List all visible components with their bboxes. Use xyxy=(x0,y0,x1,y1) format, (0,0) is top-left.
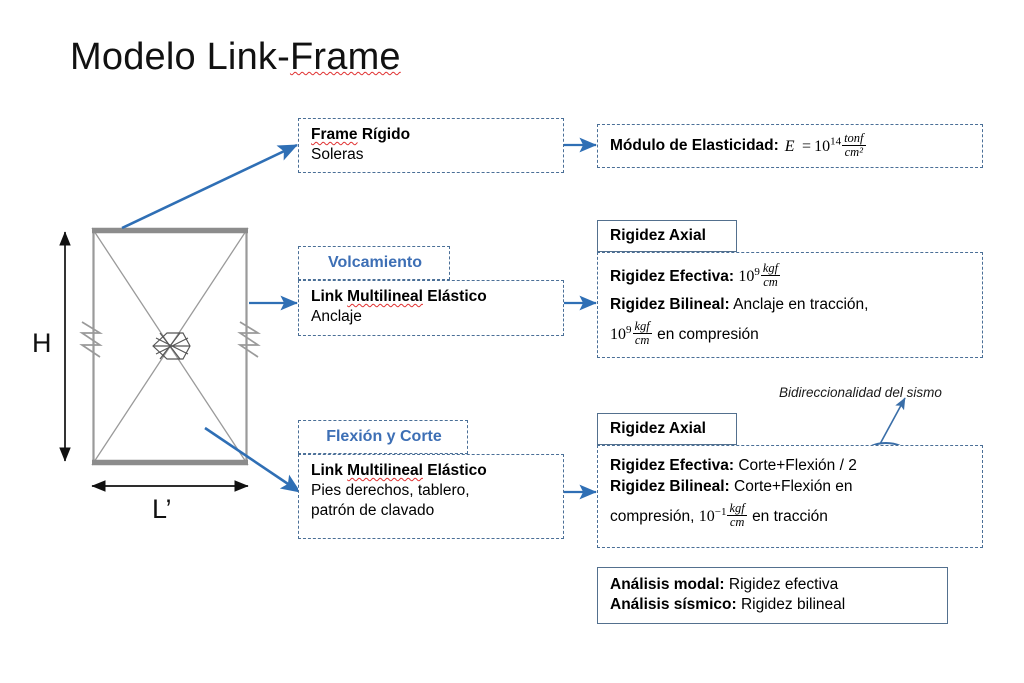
box-tag-volcamiento[interactable]: Volcamiento xyxy=(298,246,450,280)
rigidez-axial-2-bilineal-pre: compresión, xyxy=(610,508,695,526)
link-flexion-title-before: Link xyxy=(311,462,348,479)
box-frame-rigido-line2: Soleras xyxy=(311,146,364,163)
connector-frame-rigido xyxy=(121,143,298,230)
analisis-sismico-label: Análisis sísmico: xyxy=(610,596,737,613)
rigidez-axial-1-efectiva-num: kgf xyxy=(762,261,779,276)
box-frame-rigido-title: Frame Rígido xyxy=(311,125,553,145)
link-volcamiento-title: Link Multilineal Elástico xyxy=(311,287,553,307)
annotation-leader-line xyxy=(879,397,906,445)
modulo-exponent: 14 xyxy=(830,135,842,148)
rigidez-axial-2-bilineal-base: 10 xyxy=(698,508,715,526)
left-spring-icon xyxy=(79,318,104,360)
rigidez-axial-2-efectiva-label: Rigidez Efectiva: xyxy=(610,457,735,474)
rigidez-axial-1-bilineal: Rigidez Bilineal: Anclaje en tracción, xyxy=(610,294,972,315)
link-volcamiento-title-after: Elástico xyxy=(422,288,487,305)
annotation-bidireccionalidad: Bidireccionalidad del sismo xyxy=(779,385,942,400)
rigidez-axial-1-bilineal-num: kgf xyxy=(634,318,650,333)
link-volcamiento-misspelled: Multilineal xyxy=(347,288,423,305)
page-title-misspelled-word: Frame xyxy=(289,36,401,78)
tag-volcamiento-label: Volcamiento xyxy=(328,253,422,271)
rigidez-axial-1-bilineal-den: cm xyxy=(632,332,652,347)
box-tag-flexion-corte[interactable]: Flexión y Corte xyxy=(298,420,468,454)
rigidez-axial-2-circled-divide: / 2 xyxy=(839,457,857,474)
rigidez-axial-2-bilineal-den: cm xyxy=(727,515,747,529)
box-link-flexion-corte[interactable]: Link Multilineal Elástico Pies derechos,… xyxy=(298,454,564,539)
dimension-height-label: H xyxy=(32,328,52,358)
analisis-sismico-row: Análisis sísmico: Rigidez bilineal xyxy=(610,595,937,615)
frame-rigido-title-after: Rígido xyxy=(357,126,411,143)
rigidez-axial-2-bilineal-label: Rigidez Bilineal: xyxy=(610,478,730,495)
modulo-label: Módulo de Elasticidad: xyxy=(610,136,779,154)
rigidez-axial-2-header: Rigidez Axial xyxy=(610,419,706,437)
rigidez-axial-1-bilineal-exp: 9 xyxy=(626,323,632,336)
frame-rigido-misspelled: Frame xyxy=(311,126,358,143)
analisis-modal-label: Análisis modal: xyxy=(610,576,725,593)
rigidez-axial-2-bilineal-exp: −1 xyxy=(714,506,727,518)
rigidez-axial-1-bilineal-tail: en compresión xyxy=(657,325,759,343)
link-volcamiento-line2: Anclaje xyxy=(311,308,362,325)
box-link-volcamiento[interactable]: Link Multilineal Elástico Anclaje xyxy=(298,280,564,336)
frame-body xyxy=(91,227,249,466)
modulo-eq: = xyxy=(802,137,812,155)
box-frame-rigido[interactable]: Frame Rígido Soleras xyxy=(298,118,564,173)
analisis-modal-row: Análisis modal: Rigidez efectiva xyxy=(610,575,937,595)
box-header-rigidez-axial-1[interactable]: Rigidez Axial xyxy=(597,220,737,252)
rigidez-axial-2-bilineal-num: kgf xyxy=(729,501,745,516)
page-title-text: Modelo Link- xyxy=(70,36,290,78)
rigidez-axial-2-bilineal: Rigidez Bilineal: Corte+Flexión en xyxy=(610,476,972,497)
link-flexion-line3: patrón de clavado xyxy=(311,502,435,519)
rigidez-axial-1-efectiva-base: 10 xyxy=(738,268,755,286)
rigidez-axial-2-efectiva: Rigidez Efectiva: Corte+Flexión / 2 xyxy=(610,455,972,476)
page-title: Modelo Link-Frame xyxy=(70,36,670,79)
rigidez-axial-1-efectiva-label: Rigidez Efectiva: xyxy=(610,268,735,286)
rigidez-axial-1-efectiva-exp: 9 xyxy=(754,266,760,278)
modulo-base: 10 xyxy=(814,137,831,155)
rigidez-axial-2-bilineal-tail: en tracción xyxy=(752,508,828,526)
tag-flexion-corte-label: Flexión y Corte xyxy=(326,427,442,445)
rigidez-axial-2-efectiva-text: Corte+Flexión xyxy=(738,457,836,474)
modulo-frac-den: cm² xyxy=(842,145,866,159)
rigidez-axial-2-bilineal-text: Corte+Flexión en xyxy=(734,478,853,495)
link-flexion-misspelled: Multilineal xyxy=(347,462,423,479)
link-volcamiento-title-before: Link xyxy=(311,288,348,305)
analisis-sismico-text: Rigidez bilineal xyxy=(740,596,846,613)
rigidez-axial-1-header: Rigidez Axial xyxy=(610,226,706,244)
box-rigidez-axial-2-body[interactable]: Rigidez Efectiva: Corte+Flexión / 2 Rigi… xyxy=(597,445,983,548)
box-header-rigidez-axial-2[interactable]: Rigidez Axial xyxy=(597,413,737,445)
modulo-var: E xyxy=(784,137,795,155)
analisis-modal-text: Rigidez efectiva xyxy=(728,576,839,593)
right-spring-icon xyxy=(237,318,262,360)
link-flexion-title-after: Elástico xyxy=(422,462,487,479)
link-flexion-title: Link Multilineal Elástico xyxy=(311,461,553,481)
box-analisis[interactable]: Análisis modal: Rigidez efectiva Análisi… xyxy=(597,567,948,624)
modulo-frac-num: tonf xyxy=(844,130,864,145)
rigidez-axial-1-efectiva-den: cm xyxy=(760,275,781,289)
rigidez-axial-1-bilineal-base: 10 xyxy=(610,325,626,343)
connector-flexion-corte xyxy=(204,426,301,494)
link-flexion-line2: Pies derechos, tablero, xyxy=(311,482,470,499)
center-link-element xyxy=(152,332,191,360)
rigidez-axial-1-bilineal-text: Anclaje en tracción, xyxy=(733,295,869,313)
dimension-width-label: L’ xyxy=(152,494,172,524)
rigidez-axial-1-bilineal-label: Rigidez Bilineal: xyxy=(610,295,730,313)
